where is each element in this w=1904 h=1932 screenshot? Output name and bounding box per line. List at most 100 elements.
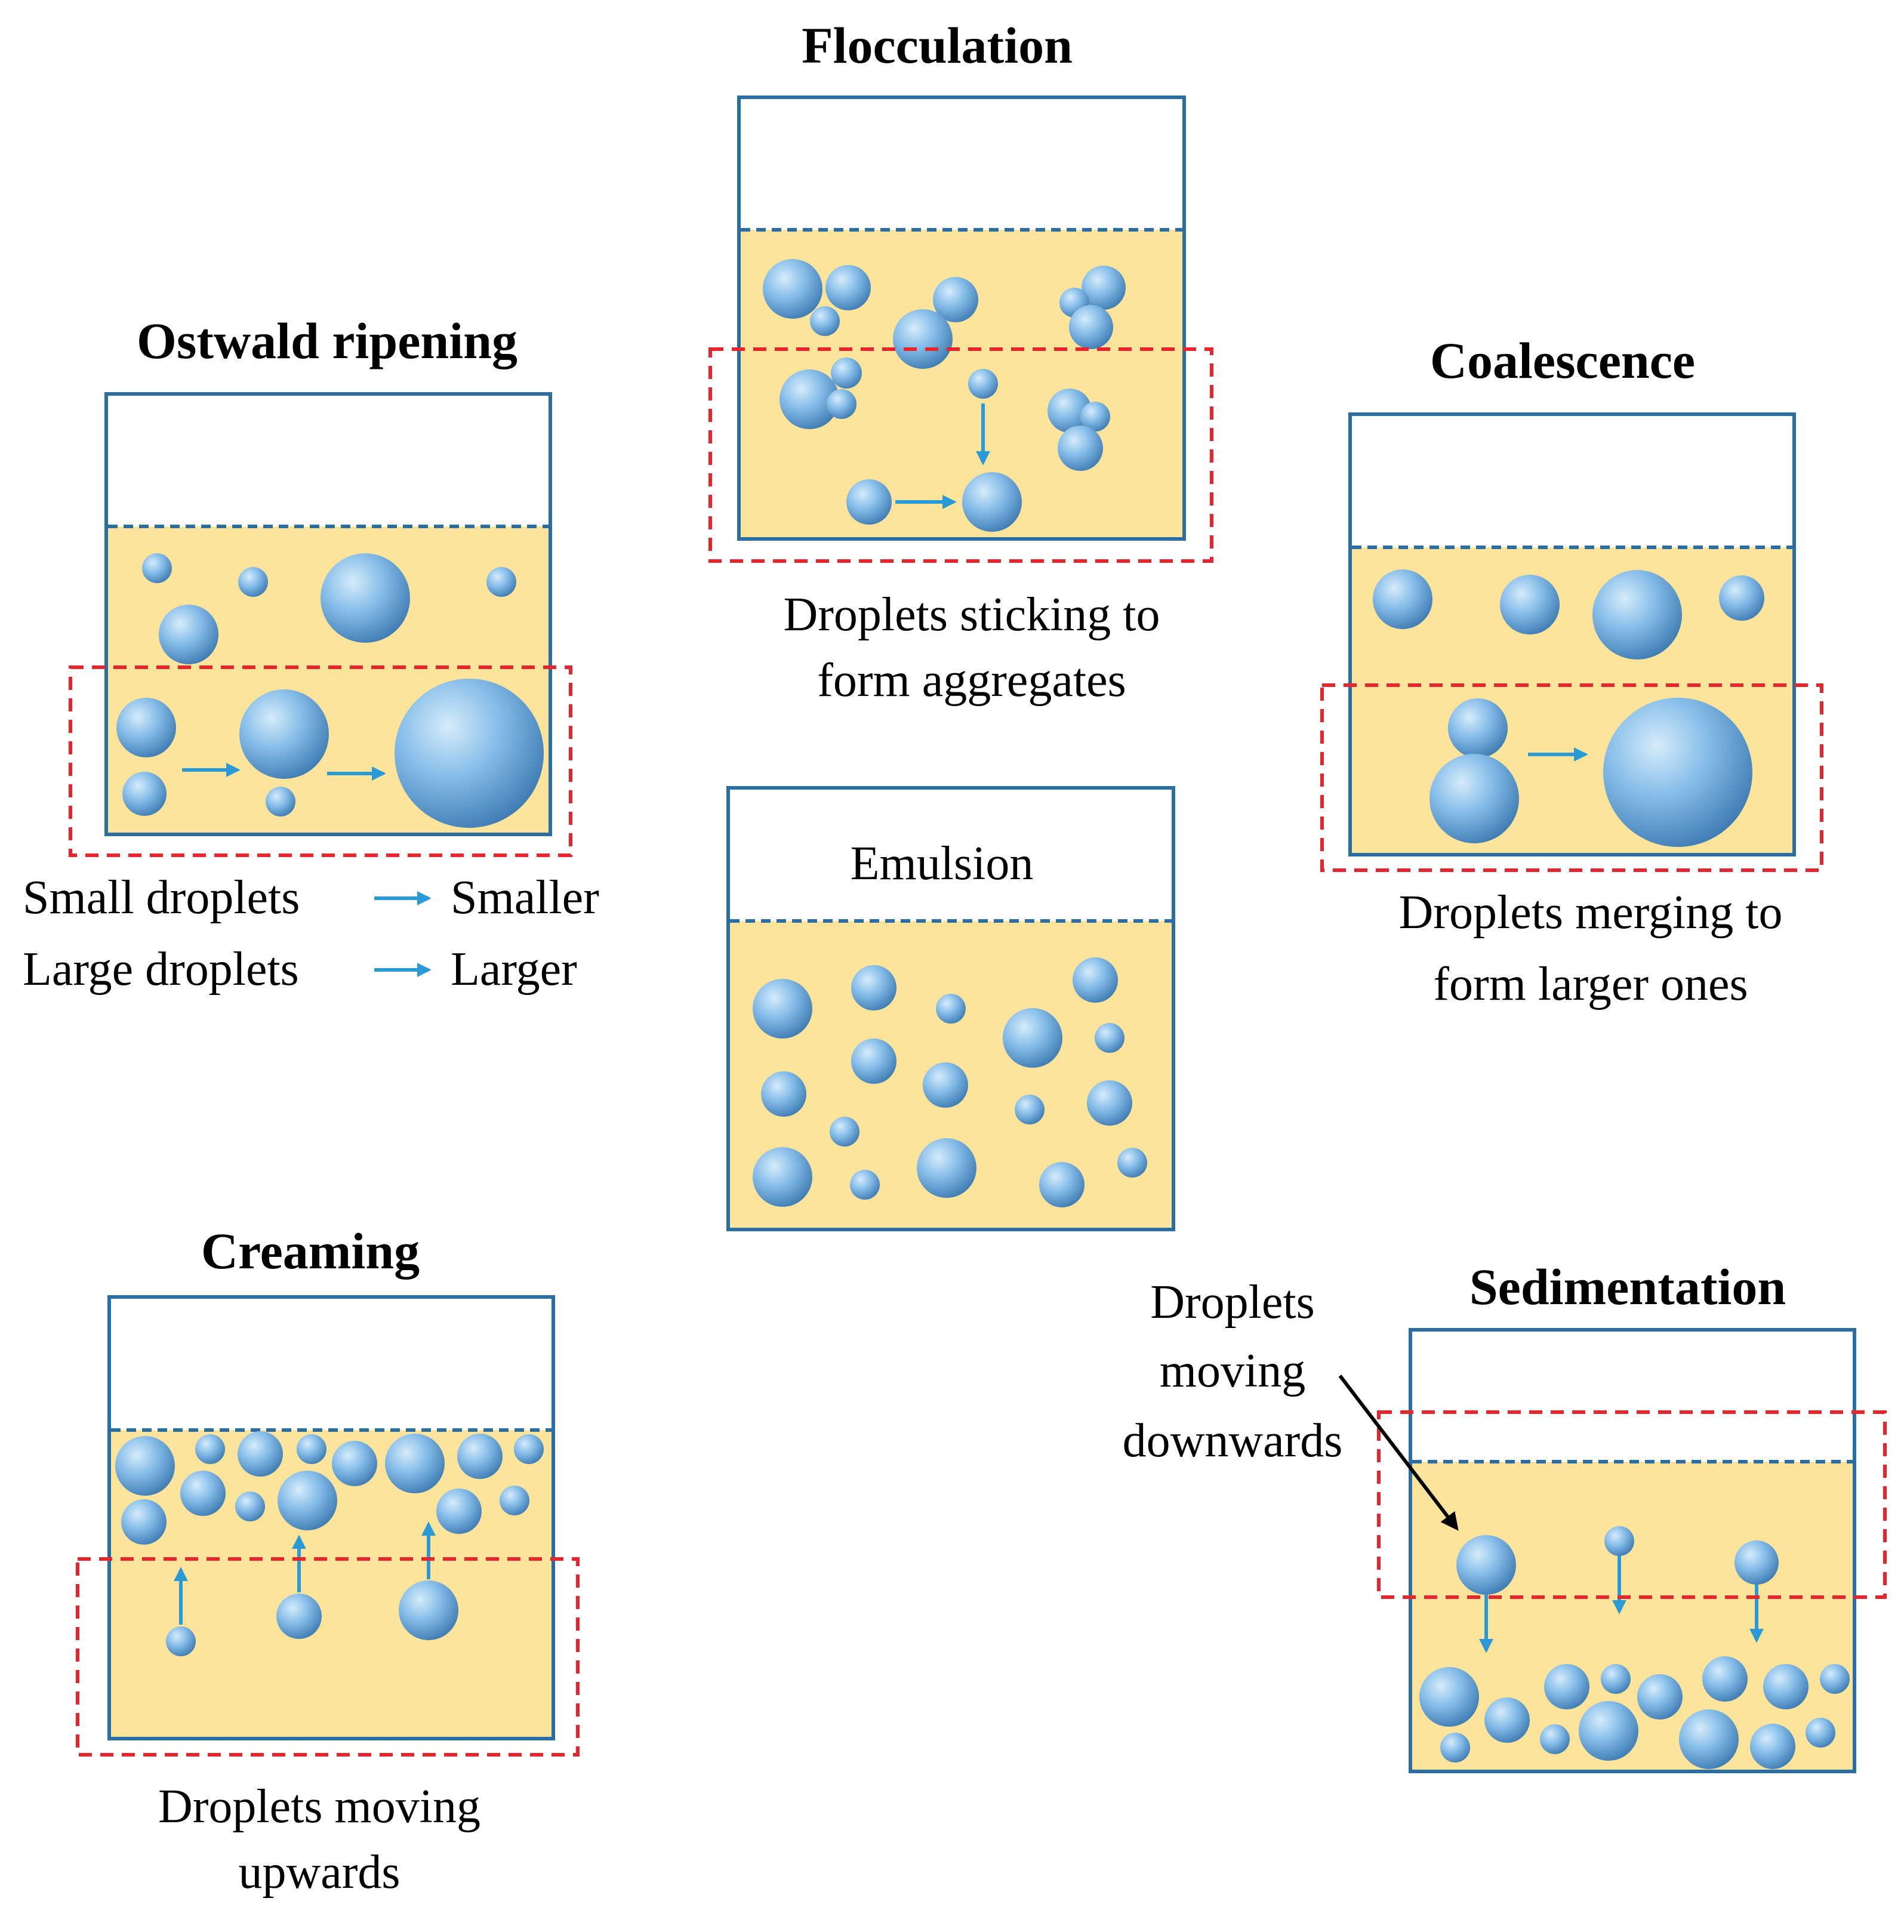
droplet-icon: [962, 472, 1022, 532]
ostwald-panel: Ostwald ripening Small droplets Smaller …: [23, 312, 599, 996]
creaming-title: Creaming: [201, 1222, 420, 1280]
droplet-icon: [1601, 1664, 1631, 1694]
droplet-icon: [1448, 698, 1508, 758]
droplet-icon: [1003, 1008, 1062, 1068]
droplet-icon: [1603, 698, 1752, 847]
droplet-icon: [1579, 1701, 1638, 1761]
ostwald-legend-large-left: Large droplets: [23, 943, 299, 996]
coalescence-container-outline: [1348, 412, 1796, 856]
coalescence-panel: Coalescence Droplets merging to form lar…: [1320, 332, 1823, 1010]
droplet-icon: [195, 1434, 225, 1464]
droplet-icon: [968, 369, 998, 399]
droplet-icon: [1750, 1724, 1795, 1769]
droplet-icon: [297, 1434, 326, 1464]
flocculation-title: Flocculation: [802, 17, 1073, 74]
droplet-icon: [1679, 1709, 1739, 1769]
coalescence-title: Coalescence: [1430, 332, 1695, 389]
flocculation-caption-line2: form aggregates: [817, 654, 1126, 707]
droplet-icon: [1373, 569, 1432, 629]
coalescence-highlight-box: [1320, 683, 1823, 872]
droplet-icon: [1015, 1095, 1045, 1124]
droplet-icon: [763, 259, 822, 319]
droplet-icon: [457, 1434, 503, 1479]
droplet-icon: [122, 772, 167, 816]
droplet-icon: [1047, 389, 1092, 433]
droplet-icon: [436, 1489, 482, 1534]
creaming-droplets: [115, 1431, 544, 1656]
flocculation-caption-line1: Droplets sticking to: [783, 588, 1160, 641]
droplet-icon: [238, 567, 268, 597]
coalescence-caption-line2: form larger ones: [1433, 958, 1748, 1010]
droplet-icon: [810, 306, 840, 336]
droplet-icon: [121, 1499, 167, 1545]
droplet-icon: [1702, 1656, 1748, 1702]
droplet-icon: [385, 1434, 445, 1493]
droplet-icon: [780, 369, 839, 429]
creaming-container-outline: [107, 1295, 555, 1740]
droplet-icon: [1456, 1535, 1516, 1595]
droplet-icon: [1058, 426, 1103, 471]
droplet-icon: [166, 1626, 196, 1656]
droplet-icon: [238, 1431, 283, 1477]
droplet-icon: [1604, 1526, 1634, 1556]
emulsion-droplets: [753, 957, 1147, 1207]
droplet-icon: [753, 979, 812, 1039]
droplet-icon: [514, 1434, 544, 1464]
droplet-icon: [276, 1594, 322, 1639]
droplet-icon: [753, 1147, 812, 1207]
sedimentation-panel: Sedimentation Droplets: [1123, 1258, 1887, 1773]
droplet-icon: [1820, 1664, 1850, 1694]
droplet-icon: [1592, 570, 1682, 660]
droplet-icon: [1734, 1540, 1779, 1585]
droplet-icon: [761, 1071, 806, 1117]
droplet-icon: [239, 689, 329, 779]
droplet-icon: [850, 1170, 880, 1200]
droplet-icon: [1719, 575, 1764, 621]
droplet-icon: [159, 605, 218, 664]
droplet-icon: [933, 277, 978, 322]
droplet-icon: [116, 698, 176, 757]
droplet-icon: [831, 358, 862, 389]
ostwald-legend-small-right: Smaller: [451, 871, 599, 924]
droplet-icon: [936, 994, 966, 1024]
droplet-icon: [1637, 1674, 1683, 1720]
creaming-highlight-box: [76, 1557, 580, 1757]
droplet-icon: [1087, 1080, 1132, 1126]
sedimentation-highlight-box: [1377, 1410, 1887, 1599]
droplet-icon: [1080, 402, 1110, 432]
droplet-icon: [893, 309, 953, 369]
droplet-icon: [1082, 266, 1126, 310]
droplet-icon: [1544, 1664, 1589, 1709]
ostwald-legend-large-right: Larger: [451, 943, 577, 996]
flocculation-container-outline: [737, 95, 1186, 541]
droplet-icon: [917, 1138, 976, 1198]
droplet-icon: [180, 1471, 226, 1516]
sedimentation-container-outline: [1409, 1328, 1856, 1773]
droplet-icon: [923, 1062, 968, 1108]
ostwald-legend-small-left: Small droplets: [23, 871, 300, 924]
droplet-icon: [115, 1436, 175, 1496]
droplet-icon: [486, 567, 516, 597]
creaming-caption-line2: upwards: [238, 1846, 400, 1899]
droplet-icon: [1039, 1162, 1085, 1207]
ostwald-container-outline: [104, 392, 552, 836]
sedimentation-annotation-line1: Droplets: [1150, 1276, 1315, 1329]
droplet-icon: [1763, 1664, 1809, 1709]
flocculation-highlight-box: [708, 347, 1213, 563]
coalescence-droplets: [1373, 569, 1764, 847]
droplet-icon: [1440, 1733, 1470, 1762]
sedimentation-droplets: [1419, 1526, 1850, 1769]
pointer-arrow-icon: [1338, 1375, 1459, 1531]
droplet-icon: [1429, 754, 1519, 843]
flocculation-droplets: [763, 259, 1126, 532]
sedimentation-title: Sedimentation: [1469, 1258, 1786, 1315]
ostwald-droplets: [116, 553, 544, 828]
emulsion-label: Emulsion: [851, 837, 1034, 890]
droplet-icon: [235, 1492, 265, 1521]
droplet-icon: [1419, 1667, 1479, 1727]
droplet-icon: [1806, 1718, 1835, 1748]
coalescence-caption-line1: Droplets merging to: [1399, 886, 1783, 939]
droplet-icon: [851, 965, 896, 1010]
droplet-icon: [1500, 575, 1560, 634]
